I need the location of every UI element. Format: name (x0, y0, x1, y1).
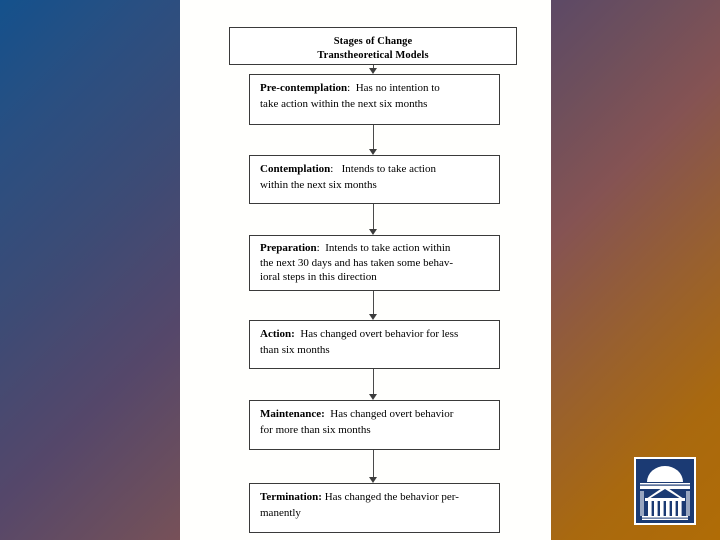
connector-stem (373, 65, 375, 69)
stages-of-change-flowchart: Stages of Change Transtheoretical Models… (180, 0, 551, 540)
stage-label: Termination: (260, 491, 322, 503)
stage-line-1: Contemplation: Intends to take action (260, 162, 490, 178)
stage-label: Maintenance: (260, 408, 325, 420)
stage-line-1-text: Has no intention to (355, 82, 440, 94)
stage-line-2: the next 30 days and has taken some beha… (260, 256, 454, 269)
stage-box-action: Action: Has changed overt behavior for l… (249, 320, 500, 369)
stage-text-contemplation: Contemplation: Intends to take action wi… (250, 156, 499, 198)
stage-text-maintenance: Maintenance: Has changed overt behavior … (250, 401, 499, 443)
stage-line-2: within the next six months (260, 178, 377, 191)
rotunda-icon (636, 459, 694, 523)
stage-line-3: ioral steps in this direction (260, 271, 377, 283)
connector-stem (373, 125, 375, 150)
stage-line-1-text: Has changed overt behavior (330, 408, 454, 420)
connector-arrow-0 (369, 65, 378, 74)
stage-text-pre-contemplation: Pre-contemplation: Has no intention to t… (250, 75, 499, 117)
connector-stem (373, 291, 375, 315)
stage-line-1: Action: Has changed overt behavior for l… (260, 327, 490, 343)
stage-line-1-text: Intends to take action (341, 163, 436, 175)
stage-box-preparation: Preparation: Intends to take action with… (249, 235, 500, 291)
stage-separator: : (316, 242, 320, 254)
arrowhead-down-icon (369, 394, 377, 400)
stage-line-1: Pre-contemplation: Has no intention to (260, 81, 490, 97)
stage-line-1-text: Has changed the behavior per- (324, 491, 459, 503)
stage-line-1: Preparation: Intends to take action with… (260, 241, 490, 256)
stage-line-2: manently (260, 506, 301, 519)
stage-box-maintenance: Maintenance: Has changed overt behavior … (249, 400, 500, 450)
stage-line-2: than six months (260, 343, 330, 356)
connector-stem (373, 369, 375, 395)
connector-arrow-4 (369, 369, 378, 400)
stage-line-1-text: Has changed overt behavior for less (300, 328, 459, 340)
flowchart-title-box: Stages of Change Transtheoretical Models (229, 27, 517, 65)
arrowhead-down-icon (369, 68, 377, 74)
stage-box-pre-contemplation: Pre-contemplation: Has no intention to t… (249, 74, 500, 125)
stage-line-2: take action within the next six months (260, 97, 428, 110)
connector-stem (373, 204, 375, 230)
stage-label: Preparation (260, 242, 317, 254)
stage-label: Pre-contemplation (260, 82, 348, 94)
flowchart-title: Stages of Change Transtheoretical Models (230, 28, 516, 62)
connector-arrow-1 (369, 125, 378, 155)
stage-line-2: for more than six months (260, 423, 371, 436)
stage-text-action: Action: Has changed overt behavior for l… (250, 321, 499, 363)
connector-arrow-2 (369, 204, 378, 235)
connector-arrow-3 (369, 291, 378, 320)
arrowhead-down-icon (369, 477, 377, 483)
stage-line-1: Maintenance: Has changed overt behavior (260, 407, 490, 423)
stage-label: Action: (260, 328, 295, 340)
stage-text-preparation: Preparation: Intends to take action with… (250, 236, 499, 290)
stage-box-termination: Termination: Has changed the behavior pe… (249, 483, 500, 533)
flowchart-title-line-1: Stages of Change (333, 36, 413, 47)
stage-text-termination: Termination: Has changed the behavior pe… (250, 484, 499, 526)
stage-separator: : (330, 163, 334, 175)
stage-line-1-text: Intends to take action within (325, 242, 451, 254)
stage-label: Contemplation (260, 163, 331, 175)
connector-arrow-5 (369, 450, 378, 483)
arrowhead-down-icon (369, 149, 377, 155)
stage-separator: : (347, 82, 351, 94)
stage-line-1: Termination: Has changed the behavior pe… (260, 490, 490, 506)
connector-stem (373, 450, 375, 478)
uva-rotunda-logo (634, 457, 696, 525)
arrowhead-down-icon (369, 229, 377, 235)
arrowhead-down-icon (369, 314, 377, 320)
flowchart-title-line-2: Transtheoretical Models (317, 49, 429, 61)
stage-box-contemplation: Contemplation: Intends to take action wi… (249, 155, 500, 204)
